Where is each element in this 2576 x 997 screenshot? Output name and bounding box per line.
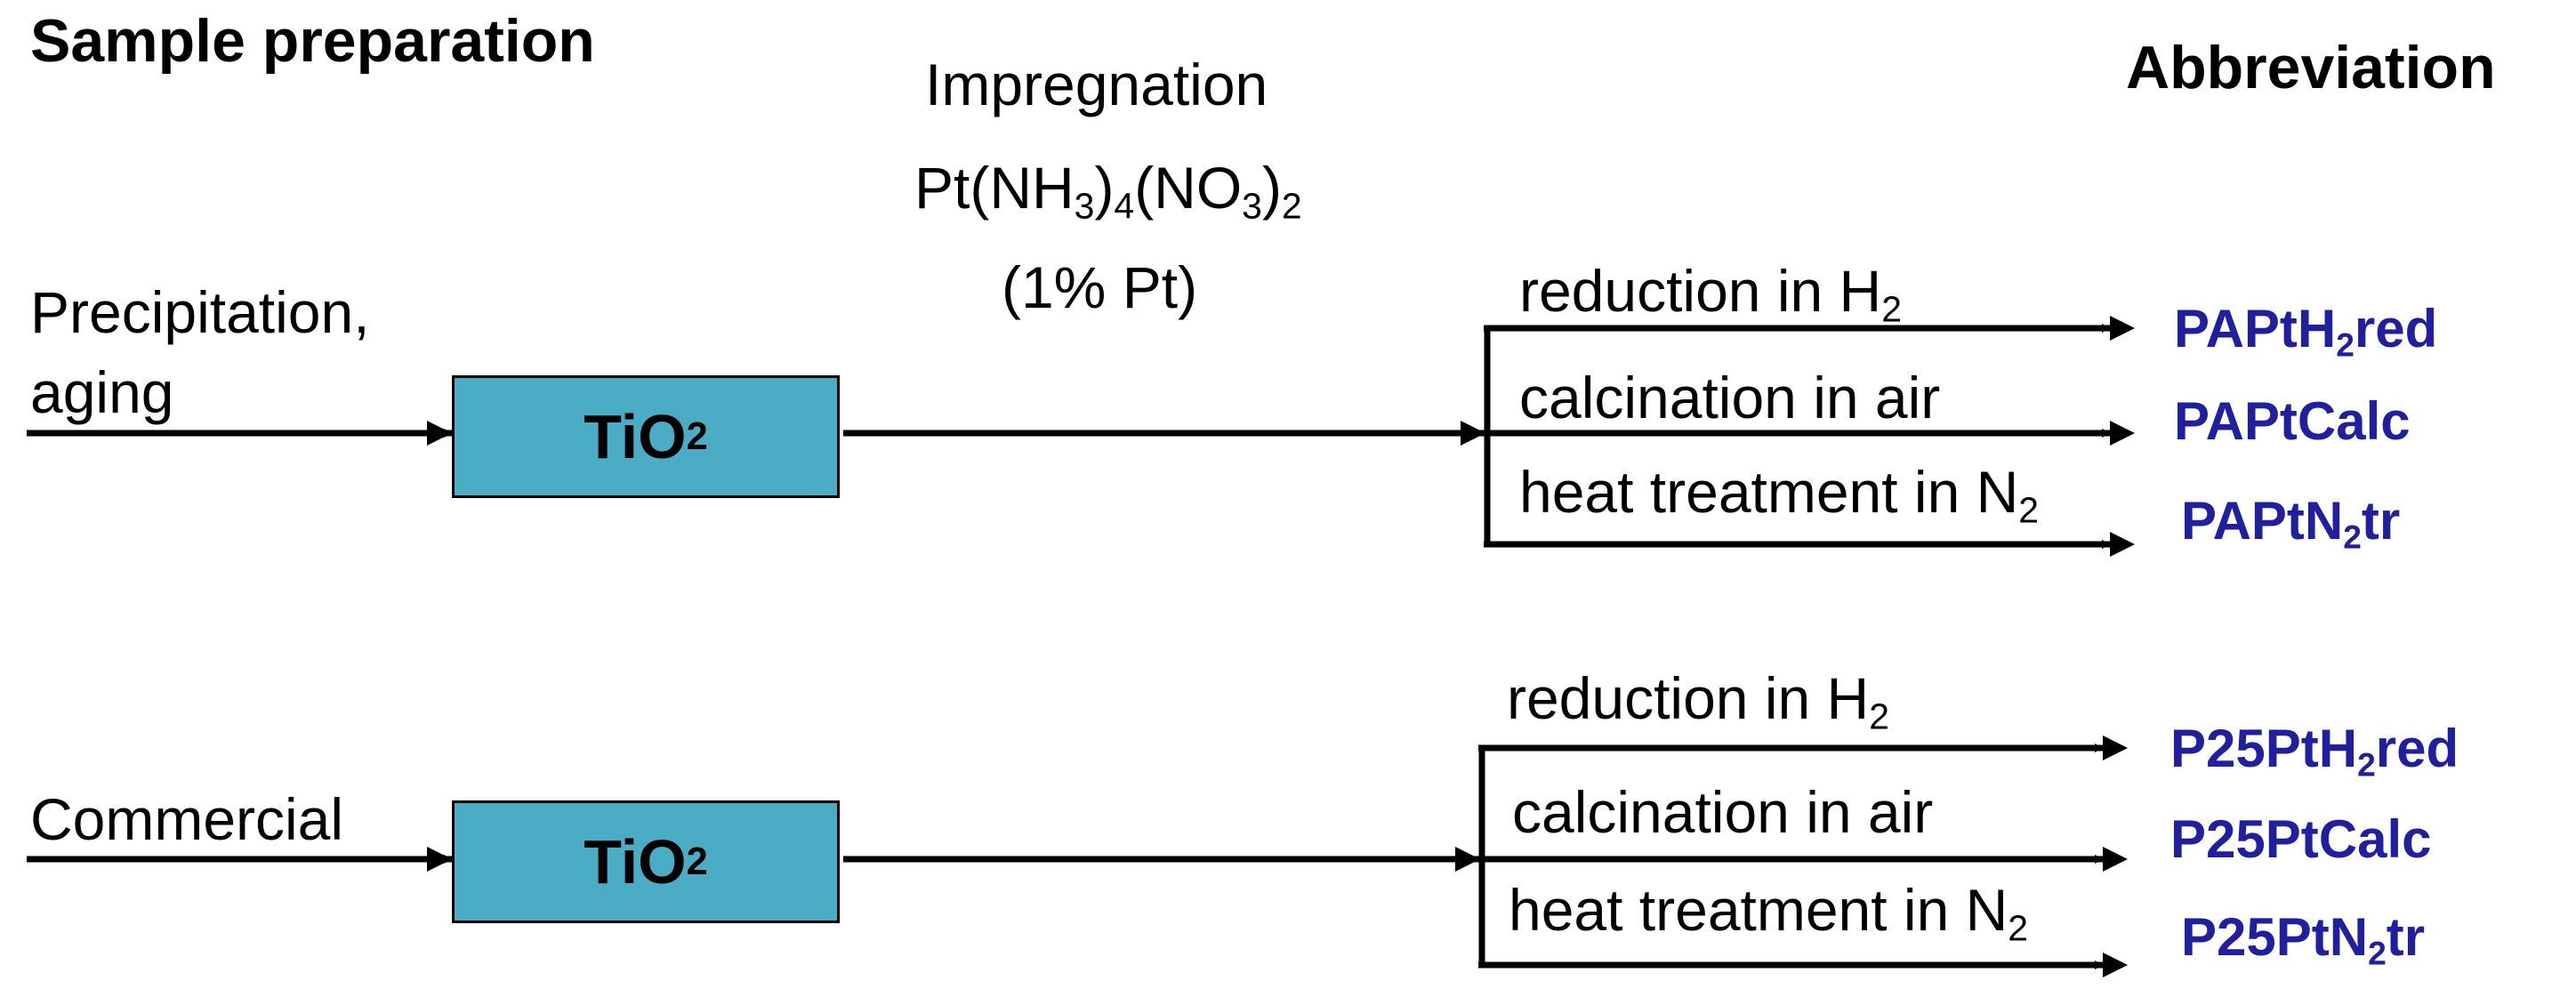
row1-treatment-heat: heat treatment in N2 bbox=[1519, 459, 2040, 531]
row2-treatment-heat: heat treatment in N2 bbox=[1509, 877, 2029, 949]
row2-abbr-reduction: P25PtH2red bbox=[2170, 719, 2459, 784]
row1-treatment-calcination: calcination in air bbox=[1519, 365, 1941, 430]
abbreviation-heading: Abbreviation bbox=[2126, 34, 2496, 101]
row2-input-label: Commercial bbox=[30, 786, 344, 852]
row2-treatment-reduction: reduction in H2 bbox=[1507, 665, 1889, 737]
row1-input-label-line1: Precipitation, bbox=[30, 279, 370, 345]
row1-abbr-calcination: PAPtCalc bbox=[2174, 391, 2411, 451]
row1-abbr-heat: PAPtN2tr bbox=[2181, 491, 2401, 556]
row1-input-label-line2: aging bbox=[30, 359, 174, 425]
impregnation-label: Impregnation bbox=[925, 52, 1268, 117]
impregnation-loading: (1% Pt) bbox=[1002, 254, 1198, 320]
sample-preparation-heading: Sample preparation bbox=[30, 7, 595, 75]
row2-treatment-calcination: calcination in air bbox=[1512, 779, 1934, 845]
row1-treatment-reduction: reduction in H2 bbox=[1519, 258, 1902, 330]
row1-abbr-reduction: PAPtH2red bbox=[2174, 299, 2438, 364]
impregnation-precursor: Pt(NH3)4(NO3)2 bbox=[914, 155, 1302, 227]
row2-abbr-calcination: P25PtCalc bbox=[2170, 809, 2432, 869]
row2-abbr-heat: P25PtN2tr bbox=[2181, 907, 2426, 972]
